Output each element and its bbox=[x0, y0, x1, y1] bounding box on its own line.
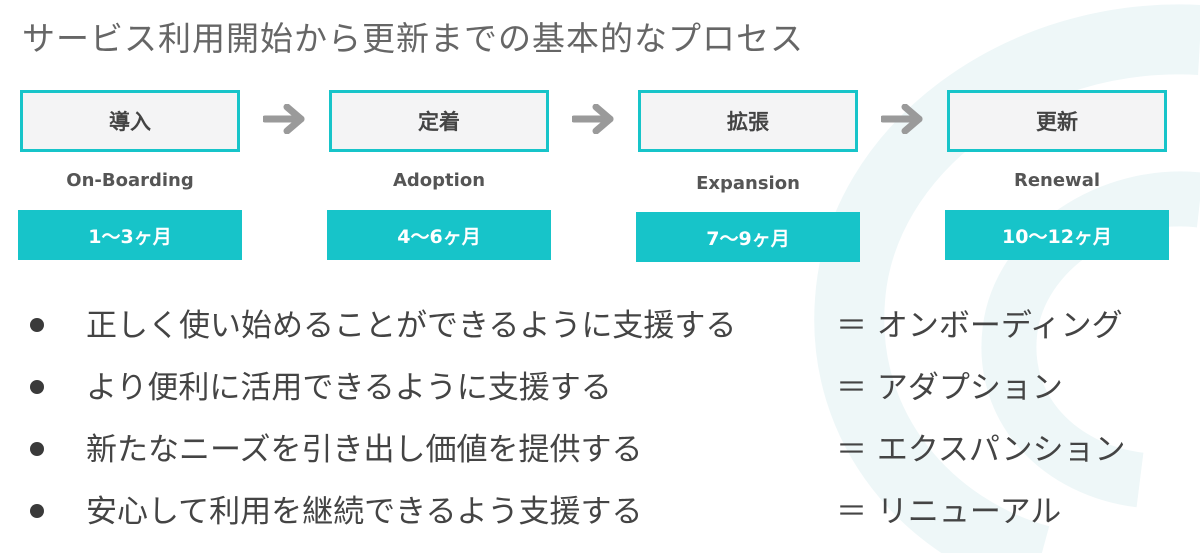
stage-period-badge: 10〜12ヶ月 bbox=[945, 210, 1169, 260]
list-item: 新たなニーズを引き出し価値を提供する ＝ エクスパンション bbox=[30, 422, 1190, 484]
page-title: サービス利用開始から更新までの基本的なプロセス bbox=[22, 19, 804, 58]
bullet-description: 新たなニーズを引き出し価値を提供する bbox=[86, 432, 643, 468]
stage-name-box: 導入 bbox=[20, 90, 240, 152]
list-item: より便利に活用できるように支援する ＝ アダプション bbox=[30, 360, 1190, 422]
bullet-description: 正しく使い始めることができるように支援する bbox=[86, 308, 737, 344]
stage-period-badge: 1〜3ヶ月 bbox=[18, 210, 242, 260]
bullet-dot-icon bbox=[30, 380, 44, 394]
stage-period-badge: 7〜9ヶ月 bbox=[636, 212, 860, 262]
stage-name-box: 定着 bbox=[329, 90, 549, 152]
stage-english-label: Renewal bbox=[1013, 170, 1101, 191]
stage-english-label: Expansion bbox=[696, 173, 800, 194]
bullet-list: 正しく使い始めることができるように支援する ＝ オンボーディング より便利に活用… bbox=[30, 298, 1190, 546]
bullet-term: ＝ エクスパンション bbox=[836, 432, 1126, 468]
arrow-right-icon bbox=[572, 104, 614, 134]
list-item: 正しく使い始めることができるように支援する ＝ オンボーディング bbox=[30, 298, 1190, 360]
bullet-dot-icon bbox=[30, 504, 44, 518]
stage-name-box: 拡張 bbox=[638, 90, 858, 152]
stage-english-label: Adoption bbox=[392, 170, 486, 191]
bullet-dot-icon bbox=[30, 442, 44, 456]
bullet-description: より便利に活用できるように支援する bbox=[86, 370, 612, 406]
bullet-term: ＝ リニューアル bbox=[836, 494, 1062, 530]
list-item: 安心して利用を継続できるよう支援する ＝ リニューアル bbox=[30, 484, 1190, 546]
bullet-term: ＝ オンボーディング bbox=[836, 308, 1123, 344]
arrow-right-icon bbox=[263, 104, 305, 134]
bullet-description: 安心して利用を継続できるよう支援する bbox=[86, 494, 643, 530]
stage-name-box: 更新 bbox=[947, 90, 1167, 152]
stage-english-label: On-Boarding bbox=[66, 170, 194, 191]
bullet-dot-icon bbox=[30, 318, 44, 332]
bullet-term: ＝ アダプション bbox=[836, 370, 1063, 406]
arrow-right-icon bbox=[881, 104, 923, 134]
stage-period-badge: 4〜6ヶ月 bbox=[327, 210, 551, 260]
